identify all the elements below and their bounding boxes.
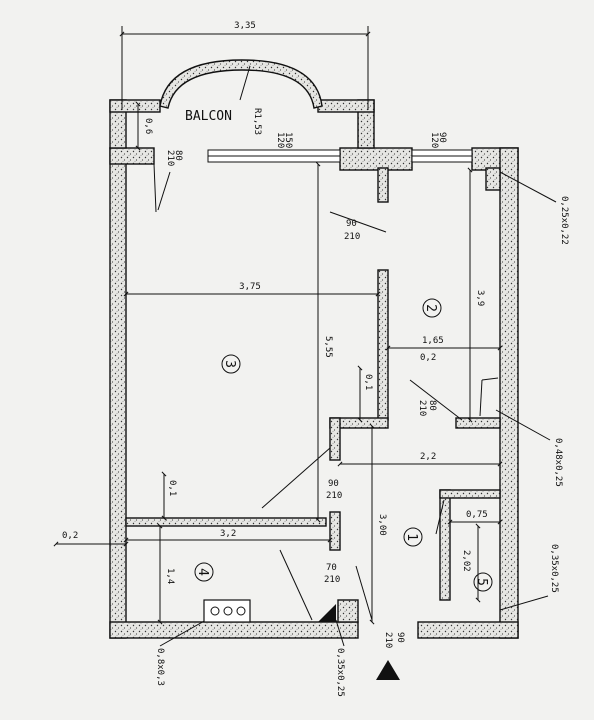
opening-210-room2: 210 — [344, 232, 360, 242]
windows — [207, 149, 473, 163]
opening-90-window: 90 — [437, 132, 447, 143]
opening-80: 80 — [173, 150, 183, 161]
dim-wall-01b: 0,1 — [167, 480, 177, 496]
dim-hall-width: 2,2 — [420, 452, 436, 462]
dim-room4-height: 1,4 — [165, 568, 175, 584]
entry-arrow-icon — [376, 660, 400, 680]
dim-room2-height: 3,9 — [475, 290, 485, 306]
opening-210-hall: 210 — [417, 400, 427, 416]
dim-wall-02a: 0,2 — [420, 353, 436, 363]
room-4-label: 4 — [195, 568, 210, 576]
door-room2 — [329, 211, 387, 233]
opening-120: 120 — [275, 132, 285, 148]
wall-top-left — [109, 147, 155, 165]
door-balcony — [153, 163, 157, 213]
opening-80-hall: 80 — [427, 400, 437, 411]
section-label-4: 0,8x0,3 — [155, 648, 165, 686]
wall-left — [109, 147, 127, 639]
walls — [109, 59, 519, 639]
opening-90-entry: 90 — [395, 632, 405, 643]
radius-label: R1,53 — [252, 108, 262, 135]
wall-bottom-right — [417, 621, 519, 639]
wall-room5-top — [439, 489, 501, 499]
wall-hall-left — [329, 417, 341, 461]
section-label-5: 0,35x0,25 — [335, 648, 345, 697]
wall-hall-top-right — [455, 417, 501, 429]
opening-150: 150 — [283, 132, 293, 148]
dim-wall-01a: 0,1 — [363, 374, 373, 390]
opening-210-entry: 210 — [383, 632, 393, 648]
dim-top-width: 3,35 — [234, 21, 256, 31]
door-room3 — [261, 447, 331, 509]
balcony-arch — [159, 59, 323, 109]
wall-bottom-left — [109, 621, 359, 639]
opening-210-room4: 210 — [324, 575, 340, 585]
wall-stub-top — [377, 167, 389, 203]
dim-room3-height: 5,55 — [323, 336, 333, 358]
wall-top-mid — [339, 147, 413, 171]
dim-room5-height: 2,02 — [461, 550, 471, 572]
opening-90-room2: 90 — [346, 219, 357, 229]
room-labels: 2 3 1 4 5 — [194, 298, 493, 592]
stove-icon — [203, 599, 251, 623]
room-2-label: 2 — [423, 304, 438, 312]
wall-room4-top — [125, 517, 327, 527]
opening-90-room3: 90 — [328, 479, 339, 489]
section-label-1: 0,25x0,22 — [559, 196, 569, 245]
door-entry — [355, 565, 373, 621]
wall-room4-right — [329, 511, 341, 551]
room-1-label: 1 — [404, 533, 419, 541]
wall-room5-left — [439, 489, 451, 601]
dim-balcony-depth: 0,6 — [143, 118, 153, 134]
room-5-label: 5 — [474, 578, 489, 586]
wall-room3-room2 — [377, 269, 389, 421]
door-hall — [409, 379, 463, 421]
opening-210-room3: 210 — [326, 491, 342, 501]
dim-room4-width: 3,2 — [220, 529, 236, 539]
section-label-2: 0,48x0,25 — [553, 438, 563, 487]
dimension-lines — [53, 26, 557, 647]
wall-balcony-top-right — [317, 99, 375, 113]
sink-icon — [318, 604, 336, 622]
opening-210: 210 — [165, 150, 175, 166]
opening-70: 70 — [326, 563, 337, 573]
labels: 3,35 BALCON R1,53 0,6 3,75 5,55 3,9 1,65… — [62, 21, 569, 697]
dim-room3-width: 3,75 — [239, 282, 261, 292]
wall-room4-br — [337, 599, 359, 623]
room-3-label: 3 — [222, 360, 237, 368]
door-room4 — [279, 549, 313, 621]
wall-right — [499, 147, 519, 639]
balcony-title: BALCON — [185, 109, 232, 124]
door-room5 — [435, 499, 445, 535]
section-label-3: 0,35x0,25 — [549, 544, 559, 593]
dim-room2-width: 1,65 — [422, 336, 444, 346]
dim-wall-02b: 0,2 — [62, 531, 78, 541]
opening-120-window: 120 — [429, 132, 439, 148]
wall-stub-top-right — [485, 167, 501, 191]
dim-room5-width: 0,75 — [466, 510, 488, 520]
dim-hall-height: 3,00 — [377, 514, 387, 536]
wall-balcony-top-left — [109, 99, 161, 113]
